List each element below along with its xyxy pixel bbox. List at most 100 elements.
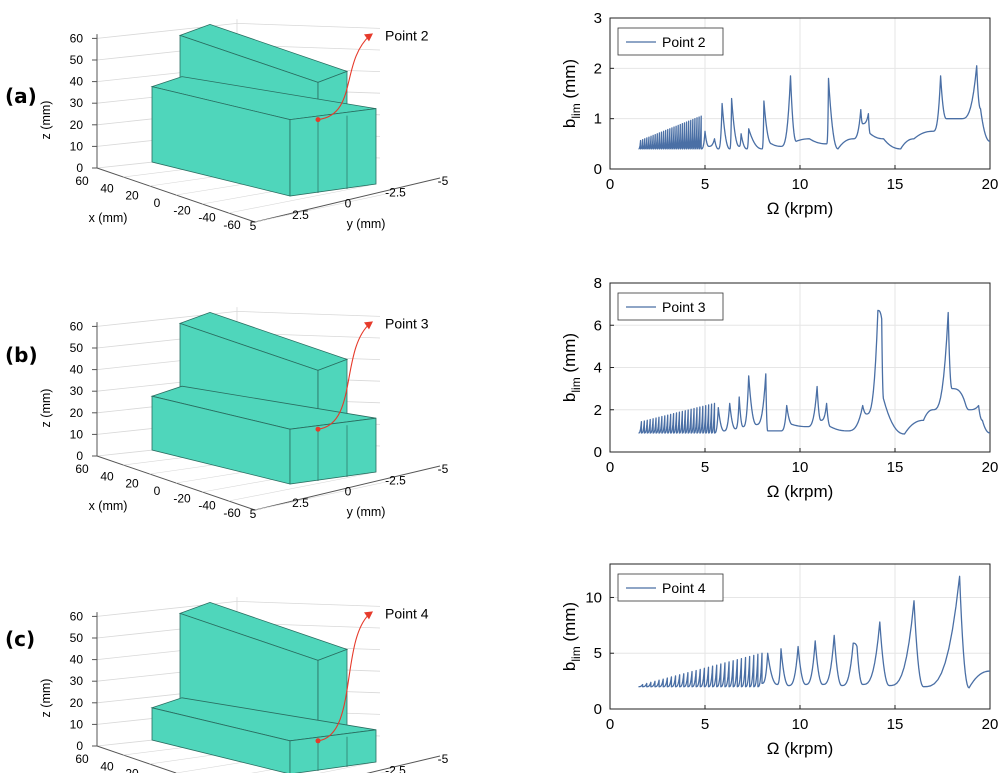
x-tick-label: 40 [100,759,114,773]
y-axis-label-unit: (mm) [560,333,579,377]
annotation-arrow [317,612,371,742]
x-tick-label: 0 [606,176,614,193]
z-tick-label: 20 [70,696,84,710]
floor-grid [228,185,369,214]
y-tick-label: 2 [594,60,602,77]
z-tick-label: 50 [70,53,84,67]
y-axis-label-unit: (mm) [560,59,579,103]
x-tick-label: -60 [223,506,241,520]
x-tick-label: 0 [154,196,161,210]
z-tick-label: 0 [76,739,83,753]
y-tick-label: 1 [594,111,602,128]
x-tick-label: 60 [75,752,89,766]
y-tick-label: 5 [594,645,602,662]
annotation-arrow [317,322,371,430]
back-grid [236,311,381,317]
y-axis-label: y (mm) [347,217,386,231]
z-tick-label: 0 [76,161,83,175]
arrow-head [364,611,373,620]
y-tick-label: 0 [594,701,602,718]
arrow-head [364,321,373,330]
x-tick-label: -20 [173,203,191,217]
y-axis-label-sub: lim [569,103,583,118]
panel-label: (b) [5,343,38,367]
x-tick-label: 40 [100,469,114,483]
x-tick-label: 10 [792,716,809,733]
annotation-arrow [317,34,371,121]
y-tick-label: 0 [345,485,352,499]
y-tick-label: 0 [594,161,602,178]
y-tick-label: -5 [438,174,449,188]
y-axis-label-sub: lim [569,377,583,392]
y-tick-label: 3 [594,10,602,27]
y-tick-label: 2.5 [292,496,309,510]
x-tick-label: -40 [198,211,216,225]
base-side-face [151,707,291,773]
x-tick-label: 15 [887,459,904,476]
y-tick-label: 0 [345,197,352,211]
panel-label: (c) [5,627,35,651]
x-tick-label: 60 [75,462,89,476]
floor-grid [318,763,369,773]
x-tick-label: 15 [887,716,904,733]
y-tick-label: 0 [594,444,602,461]
z-tick-label: 60 [70,609,84,623]
y-axis-label-main: b [560,393,579,402]
z-tick-label: 10 [70,139,84,153]
y-tick-label: 10 [585,589,602,606]
panel-label: (a) [5,84,37,108]
x-axis-label: Ω (krpm) [767,482,834,501]
z-tick-label: 50 [70,341,84,355]
x-tick-label: 5 [701,716,709,733]
legend-label: Point 2 [662,34,706,50]
x-tick-label: -40 [198,499,216,513]
floor-grid [228,473,369,502]
y-tick-label: -5 [438,462,449,476]
x-tick-label: 20 [125,767,139,773]
x-tick-label: 60 [75,174,89,188]
z-axis-label: z (mm) [39,679,53,718]
x-axis-label: Ω (krpm) [767,739,834,758]
z-tick-label: 30 [70,674,84,688]
y-tick-label: 5 [250,507,257,521]
z-tick-label: 30 [70,96,84,110]
floor-grid [254,191,396,223]
annotation-label: Point 2 [385,27,429,43]
z-tick-label: 40 [70,75,84,89]
floor-grid [254,479,396,511]
x-tick-label: 20 [982,176,999,193]
z-tick-label: 20 [70,406,84,420]
z-axis-label: z (mm) [39,101,53,140]
y-axis-line [366,755,441,773]
arrow-head [364,33,373,42]
x-tick-label: 40 [100,181,114,195]
annotation-label: Point 3 [385,315,429,331]
y-axis-label-main: b [560,119,579,128]
y-tick-label: -2.5 [385,473,406,487]
x-tick-label: 20 [125,189,139,203]
annotation-label: Point 4 [385,605,429,621]
x-tick-label: 0 [606,716,614,733]
y-axis-line [254,177,441,223]
z-tick-label: 30 [70,384,84,398]
x-tick-label: -20 [173,491,191,505]
base-front-face [289,417,377,485]
x-tick-label: 20 [982,716,999,733]
z-axis-label: z (mm) [39,389,53,428]
z-tick-label: 0 [76,449,83,463]
x-tick-label: 5 [701,459,709,476]
y-axis-label-sub: lim [569,646,583,661]
x-tick-label: 20 [125,477,139,491]
z-tick-label: 10 [70,717,84,731]
x-axis-label: x (mm) [89,499,128,513]
y-axis-label: blim (mm) [560,602,583,671]
series-line [638,65,991,150]
z-tick-label: 40 [70,363,84,377]
y-tick-label: -2.5 [385,763,406,773]
x-axis-label: x (mm) [89,211,128,225]
